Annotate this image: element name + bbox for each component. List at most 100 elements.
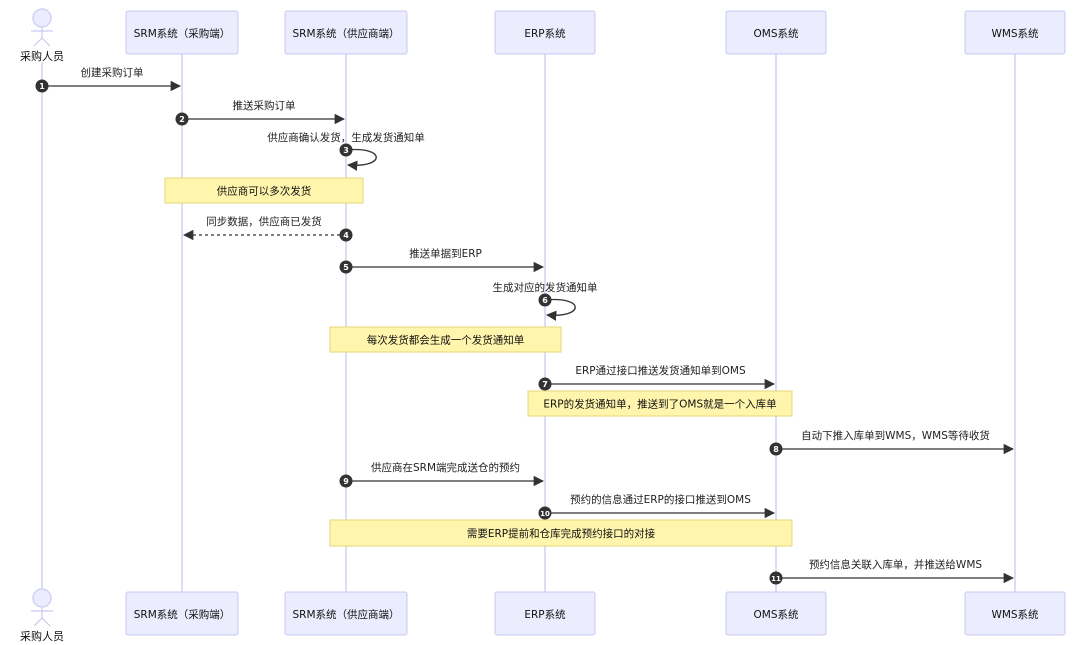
badge-circle — [538, 377, 552, 391]
participant-erp-top[interactable]: ERP系统 — [494, 10, 596, 55]
message-label: 同步数据，供应商已发货 — [206, 215, 322, 228]
badge-number: 1 — [39, 82, 45, 91]
badge-number: 9 — [343, 477, 349, 486]
sequence-number-badge: 11 — [769, 571, 783, 585]
message-1: 创建采购订单 1 — [35, 66, 182, 93]
badge-number: 3 — [343, 146, 349, 155]
badge-number: 11 — [771, 575, 781, 583]
participant-box — [964, 591, 1066, 636]
participant-box — [284, 591, 408, 636]
note-box — [329, 326, 562, 353]
participant-label: ERP系统 — [524, 27, 566, 40]
badge-circle — [175, 112, 189, 126]
actor-head-icon — [32, 8, 52, 28]
badge-number: 7 — [542, 380, 548, 389]
sequence-number-badge: 6 — [538, 293, 552, 307]
note-text: 供应商可以多次发货 — [217, 185, 312, 198]
actor-buyer-top[interactable]: 采购人员 — [20, 8, 64, 63]
message-arrow — [345, 148, 377, 171]
participant-oms-top[interactable]: OMS系统 — [725, 10, 827, 55]
message-arrow — [544, 298, 576, 321]
badge-circle — [339, 260, 353, 274]
note-text: 每次发货都会生成一个发货通知单 — [367, 334, 525, 347]
participant-box — [125, 591, 239, 636]
badge-number: 8 — [773, 445, 779, 454]
participant-label: SRM系统（供应商端） — [292, 608, 399, 621]
message-4: 同步数据，供应商已发货 4 — [182, 215, 353, 242]
message-5: 推送单据到ERP 5 — [339, 247, 545, 274]
badge-circle — [538, 293, 552, 307]
sequence-number-badge: 3 — [339, 143, 353, 157]
participant-erp-bottom[interactable]: ERP系统 — [494, 591, 596, 636]
participant-srm_buy-bottom[interactable]: SRM系统（采购端） — [125, 591, 239, 636]
participant-srm_sup-bottom[interactable]: SRM系统（供应商端） — [284, 591, 408, 636]
message-label: 推送采购订单 — [233, 99, 296, 112]
participant-label: OMS系统 — [754, 27, 799, 40]
message-label: 预约信息关联入库单，并推送给WMS — [809, 558, 982, 571]
message-label: 预约的信息通过ERP的接口推送到OMS — [570, 493, 751, 506]
note-2: 每次发货都会生成一个发货通知单 — [329, 326, 562, 353]
message-10: 预约的信息通过ERP的接口推送到OMS 10 — [538, 493, 776, 520]
participant-box — [494, 10, 596, 55]
badge-circle — [339, 143, 353, 157]
actor-head-icon — [32, 588, 52, 608]
actor-leg-icon — [33, 37, 43, 47]
participant-box — [964, 10, 1066, 55]
note-text: ERP的发货通知单，推送到了OMS就是一个入库单 — [543, 398, 776, 411]
note-1: 供应商可以多次发货 — [164, 177, 364, 204]
message-8: 自动下推入库单到WMS，WMS等待收货 8 — [769, 429, 1015, 456]
note-box — [329, 519, 793, 547]
participant-srm_sup-top[interactable]: SRM系统（供应商端） — [284, 10, 408, 55]
participant-box — [284, 10, 408, 55]
message-label: 供应商确认发货，生成发货通知单 — [267, 131, 425, 144]
message-label: 推送单据到ERP — [409, 247, 482, 260]
badge-circle — [339, 228, 353, 242]
badge-circle — [538, 506, 552, 520]
message-6: 生成对应的发货通知单 6 — [493, 281, 598, 321]
participant-label: WMS系统 — [991, 27, 1039, 40]
badge-circle — [769, 571, 783, 585]
participant-label: OMS系统 — [754, 608, 799, 621]
sequence-number-badge: 5 — [339, 260, 353, 274]
participant-label: SRM系统（供应商端） — [292, 27, 399, 40]
message-label: ERP通过接口推送发货通知单到OMS — [575, 364, 746, 377]
badge-circle — [35, 79, 49, 93]
actor-leg-icon — [33, 617, 43, 627]
message-2: 推送采购订单 2 — [175, 99, 346, 126]
participant-box — [725, 591, 827, 636]
actor-buyer-bottom[interactable]: 采购人员 — [20, 588, 64, 643]
note-box — [164, 177, 364, 204]
message-label: 创建采购订单 — [81, 66, 144, 79]
message-label: 自动下推入库单到WMS，WMS等待收货 — [801, 429, 990, 442]
badge-circle — [339, 474, 353, 488]
participant-srm_buy-top[interactable]: SRM系统（采购端） — [125, 10, 239, 55]
note-4: 需要ERP提前和仓库完成预约接口的对接 — [329, 519, 793, 547]
message-label: 生成对应的发货通知单 — [493, 281, 598, 294]
sequence-number-badge: 4 — [339, 228, 353, 242]
sequence-number-badge: 9 — [339, 474, 353, 488]
actor-leg-icon — [41, 37, 51, 47]
sequence-number-badge: 2 — [175, 112, 189, 126]
sequence-number-badge: 10 — [538, 506, 552, 520]
participant-label: ERP系统 — [524, 608, 566, 621]
sequence-number-badge: 1 — [35, 79, 49, 93]
actor-leg-icon — [41, 617, 51, 627]
badge-number: 10 — [540, 510, 550, 518]
participant-wms-bottom[interactable]: WMS系统 — [964, 591, 1066, 636]
participant-box — [725, 10, 827, 55]
participant-box — [494, 591, 596, 636]
message-3: 供应商确认发货，生成发货通知单 3 — [267, 131, 425, 171]
sequence-number-badge: 8 — [769, 442, 783, 456]
note-3: ERP的发货通知单，推送到了OMS就是一个入库单 — [527, 390, 793, 417]
sequence-number-badge: 7 — [538, 377, 552, 391]
participant-oms-bottom[interactable]: OMS系统 — [725, 591, 827, 636]
actor-label: 采购人员 — [20, 629, 64, 643]
message-7: ERP通过接口推送发货通知单到OMS 7 — [538, 364, 776, 391]
badge-number: 6 — [542, 296, 548, 305]
badge-number: 2 — [179, 115, 185, 124]
note-text: 需要ERP提前和仓库完成预约接口的对接 — [467, 527, 656, 540]
participant-wms-top[interactable]: WMS系统 — [964, 10, 1066, 55]
